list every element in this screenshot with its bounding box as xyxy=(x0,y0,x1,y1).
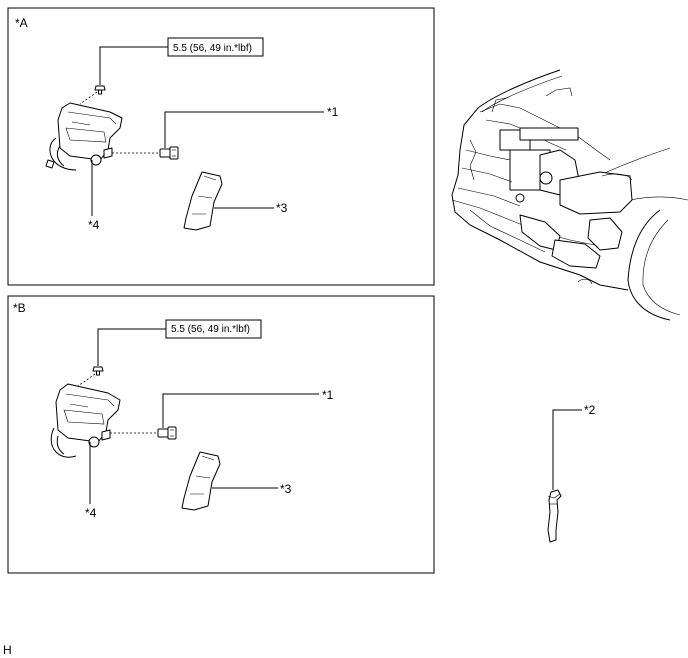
bolt-icon xyxy=(94,85,106,95)
panel-a: *A 5.5 (56, 49 in.*lbf) *4 xyxy=(7,7,435,286)
hose-callout: *2 xyxy=(584,403,596,417)
washer-pump-bracket-icon xyxy=(50,383,121,458)
hose-icon xyxy=(547,489,562,543)
panel-b-label: *B xyxy=(13,301,26,315)
panel-b-bolt-dash xyxy=(77,373,96,387)
panel-a-torque-leader xyxy=(99,46,168,85)
connector-icon xyxy=(157,426,177,440)
panel-b-torque-leader xyxy=(97,328,166,366)
panel-a-callout-3: *3 xyxy=(276,201,288,215)
panel-a-callout-4: *4 xyxy=(88,218,100,232)
panel-a-callout-1: *1 xyxy=(327,105,339,119)
panel-b-frame xyxy=(7,295,435,574)
panel-a-frame xyxy=(7,7,435,286)
panel-b: *B 5.5 (56, 49 in.*lbf) *4 xyxy=(7,295,435,574)
hose-leader xyxy=(552,409,582,490)
panel-b-leader-1 xyxy=(162,393,319,428)
washer-pump-bracket-icon xyxy=(45,102,123,171)
panel-b-torque-text: 5.5 (56, 49 in.*lbf) xyxy=(171,324,250,335)
vehicle-front-icon xyxy=(451,69,688,321)
duct-icon xyxy=(183,171,223,231)
panel-b-callout-3: *3 xyxy=(280,482,292,496)
panel-b-callout-4: *4 xyxy=(85,506,97,520)
corner-mark: H xyxy=(3,643,12,657)
panel-a-label: *A xyxy=(15,16,28,30)
bolt-icon xyxy=(92,366,104,376)
panel-a-torque-text: 5.5 (56, 49 in.*lbf) xyxy=(173,43,252,54)
panel-a-leader-1 xyxy=(164,111,324,148)
panel-a-bolt-dash xyxy=(79,91,98,105)
duct-icon xyxy=(181,451,221,511)
panel-b-callout-1: *1 xyxy=(322,388,334,402)
connector-icon xyxy=(159,146,179,160)
